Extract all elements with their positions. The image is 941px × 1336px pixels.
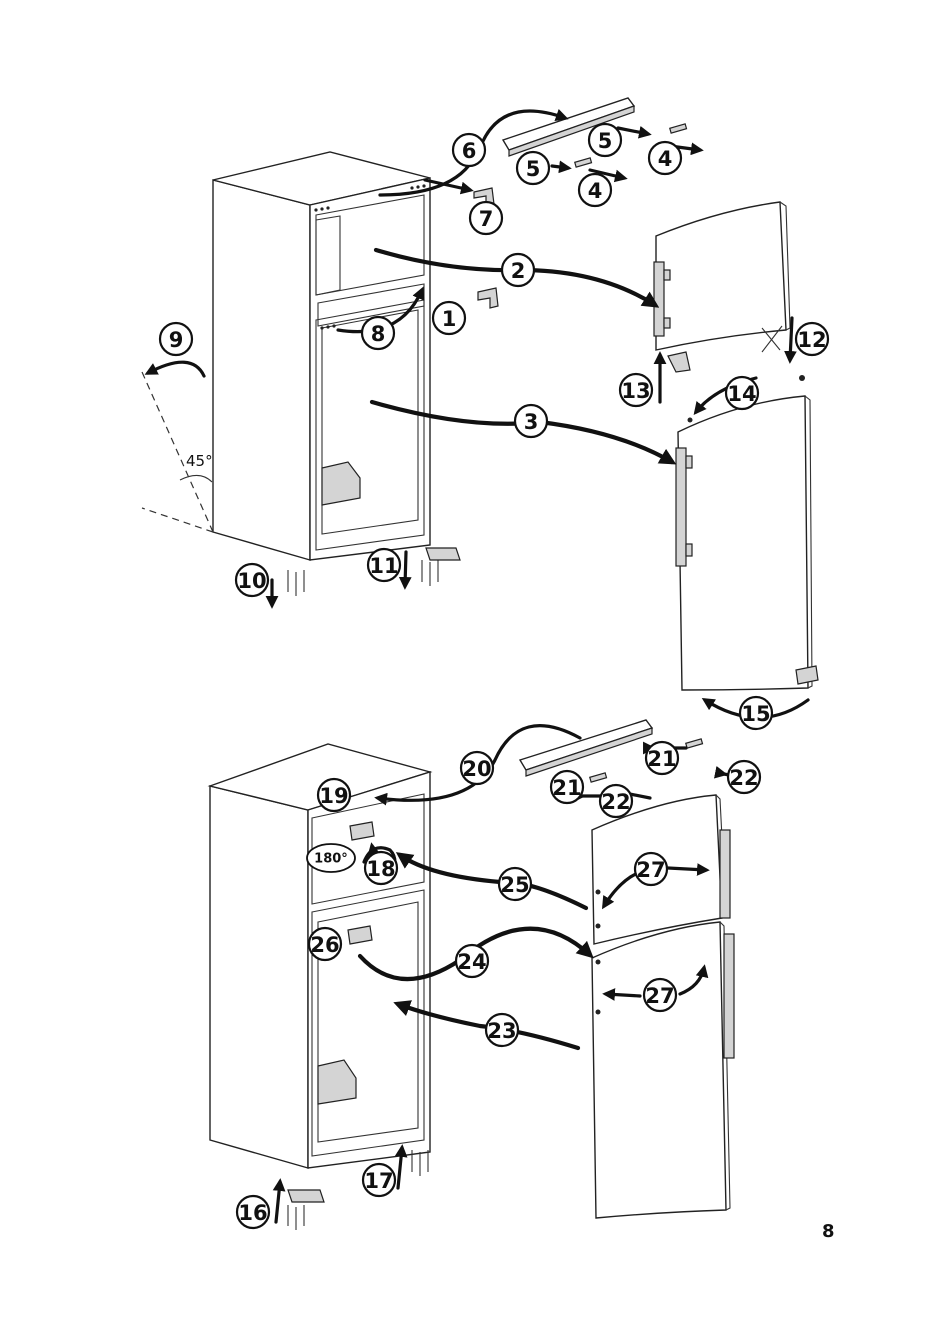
svg-text:5: 5 [598, 129, 613, 153]
svg-text:8: 8 [371, 322, 386, 346]
callout-6: 6 [453, 134, 485, 166]
callout-3: 3 [515, 405, 547, 437]
callout-17: 17 [363, 1164, 395, 1196]
callout-19: 19 [318, 779, 350, 811]
callout-12: 12 [796, 323, 828, 355]
svg-text:15: 15 [741, 702, 770, 726]
fridge-door-top [676, 375, 818, 690]
svg-text:1: 1 [442, 307, 457, 331]
callout-21: 21 [646, 742, 678, 774]
svg-text:4: 4 [588, 179, 603, 203]
callout-16: 16 [237, 1196, 269, 1228]
svg-text:20: 20 [462, 757, 491, 781]
svg-text:21: 21 [552, 776, 581, 800]
svg-text:14: 14 [727, 382, 756, 406]
callout-23: 23 [486, 1014, 518, 1046]
callout-9: 9 [160, 323, 192, 355]
callout-5: 5 [517, 152, 549, 184]
svg-text:5: 5 [526, 157, 541, 181]
fridge-cabinet-bottom [210, 744, 430, 1230]
callout-11: 11 [368, 549, 400, 581]
callout-13: 13 [620, 374, 652, 406]
callout-24: 24 [456, 945, 488, 977]
callout-10: 10 [236, 564, 268, 596]
callout-25: 25 [499, 868, 531, 900]
callout-27: 27 [644, 979, 676, 1011]
callout-20: 20 [461, 752, 493, 784]
svg-text:19: 19 [319, 784, 348, 808]
callout-22: 22 [600, 785, 632, 817]
callout-26: 26 [309, 928, 341, 960]
rotation-label: 180° [314, 852, 348, 867]
svg-text:10: 10 [237, 569, 266, 593]
callout-2: 2 [502, 254, 534, 286]
callout-5: 5 [589, 124, 621, 156]
callout-1: 1 [433, 302, 465, 334]
svg-text:17: 17 [364, 1169, 393, 1193]
svg-text:27: 27 [636, 858, 665, 882]
svg-text:22: 22 [729, 766, 758, 790]
callout-27: 27 [635, 853, 667, 885]
callout-21: 21 [551, 771, 583, 803]
svg-text:23: 23 [487, 1019, 516, 1043]
callout-18: 18 [365, 852, 397, 884]
angle-label: 45° [186, 452, 213, 470]
svg-text:24: 24 [457, 950, 486, 974]
svg-text:3: 3 [524, 410, 539, 434]
svg-text:12: 12 [797, 328, 826, 352]
svg-text:22: 22 [601, 790, 630, 814]
svg-text:2: 2 [511, 259, 526, 283]
callout-15: 15 [740, 697, 772, 729]
svg-text:25: 25 [500, 873, 529, 897]
callout-14: 14 [726, 377, 758, 409]
rotation-180-badge: 180° [307, 844, 355, 872]
svg-text:21: 21 [647, 747, 676, 771]
svg-text:7: 7 [479, 207, 494, 231]
fridge-door-bottom [592, 922, 734, 1218]
callout-4: 4 [579, 174, 611, 206]
fridge-cabinet-top [213, 152, 498, 596]
svg-text:4: 4 [658, 147, 673, 171]
callout-22: 22 [728, 761, 760, 793]
svg-text:13: 13 [621, 379, 650, 403]
svg-text:16: 16 [238, 1201, 267, 1225]
callout-8: 8 [362, 317, 394, 349]
freezer-door-top [654, 202, 790, 372]
svg-text:27: 27 [645, 984, 674, 1008]
svg-text:6: 6 [462, 139, 477, 163]
svg-text:11: 11 [369, 554, 398, 578]
page-number: 8 [822, 1221, 835, 1242]
svg-text:9: 9 [169, 328, 184, 352]
tilt-angle-guides: 45° [142, 372, 213, 532]
svg-text:18: 18 [366, 857, 395, 881]
svg-text:26: 26 [310, 933, 339, 957]
callout-4: 4 [649, 142, 681, 174]
callout-7: 7 [470, 202, 502, 234]
